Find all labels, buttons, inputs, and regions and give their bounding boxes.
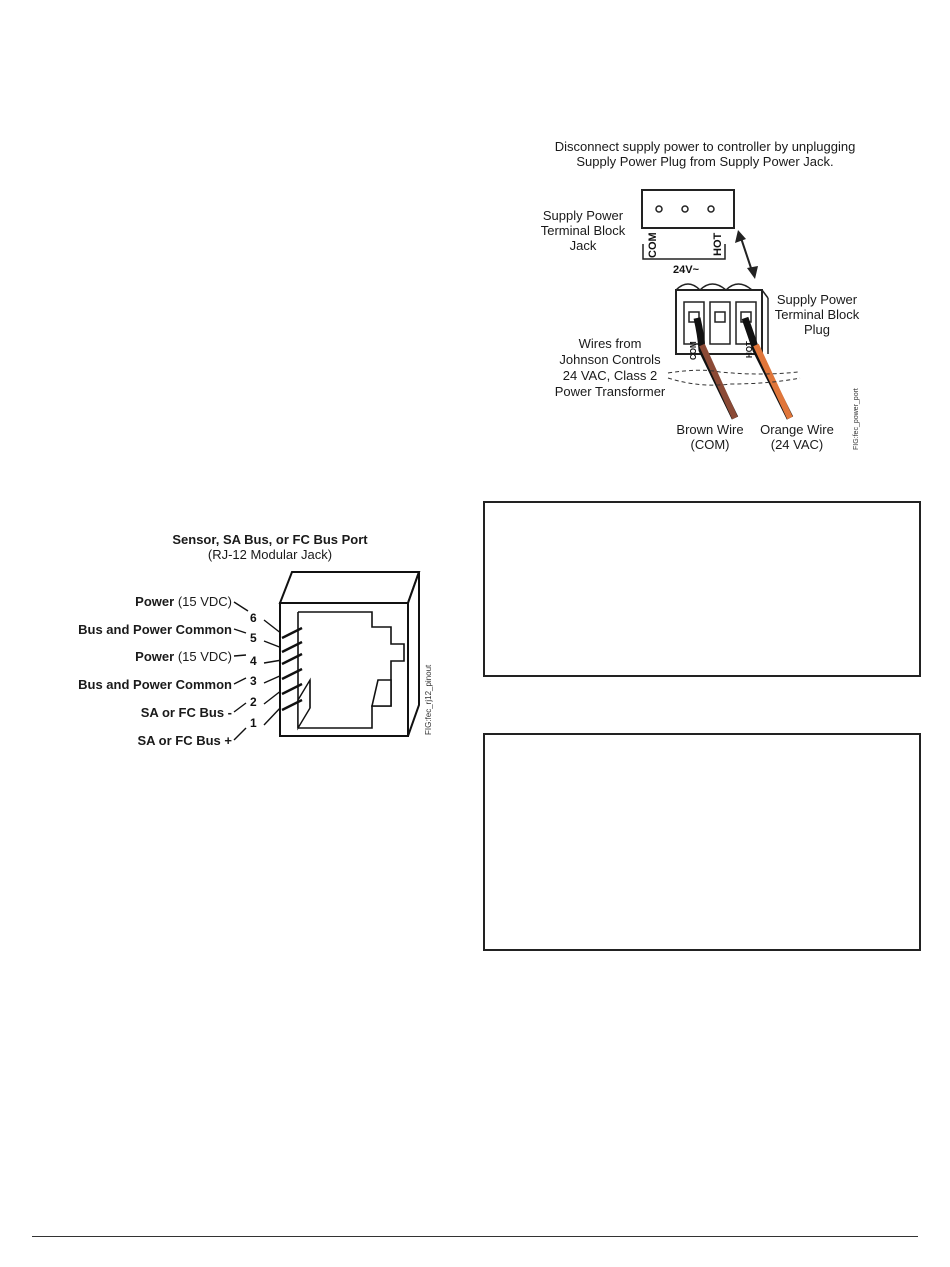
pin-label-6: Power (15 VDC) [135,594,232,609]
jack-label-line: Jack [569,238,597,253]
rj12-jack-diagram: 6 5 4 3 2 1 FIG:fec_rj12_pin [233,571,433,741]
pin-label-4: Power (15 VDC) [135,649,232,664]
wires-label-line: 24 VAC, Class 2 [562,368,658,383]
rj12-contacts [281,626,303,712]
brown-wire-label-line: (COM) [690,437,730,452]
plug-label-line: Terminal Block [774,307,860,322]
brown-wire-label-line: Brown Wire [676,422,744,437]
supply-power-jack [641,189,735,260]
pin-number-6: 6 [250,611,257,625]
plug-hot-label: HOT [745,341,754,358]
rj12-fig-id: FIG:fec_rj12_pinout [424,664,433,735]
orange-wire-label: Orange Wire (24 VAC) [748,422,846,452]
pin-leader-lines [233,601,283,741]
pin-number-3: 3 [250,674,257,688]
pin-number-2: 2 [250,695,257,709]
plug-label: Supply Power Terminal Block Plug [758,292,876,337]
orange-wire-label-line: Orange Wire [760,422,834,437]
plug-label-line: Supply Power [776,292,858,307]
pin-label-column: Power (15 VDC) Bus and Power Common Powe… [0,0,232,760]
pin-label-2: SA or FC Bus - [140,705,232,720]
power-caption: Disconnect supply power to controller by… [520,139,890,169]
pin-number-1: 1 [250,716,257,730]
rj12-jack-body [278,571,421,737]
jack-com-label: COM [647,232,659,258]
power-caption-line1: Disconnect supply power to controller by… [554,139,856,154]
orange-wire-label-line: (24 VAC) [770,437,824,452]
brown-wire-fill [699,343,738,420]
wires-label-line: Johnson Controls [559,352,661,367]
jack-label: Supply Power Terminal Block Jack [528,208,638,253]
rj12-subtitle: (RJ-12 Modular Jack) [207,547,333,562]
pin-label-5: Bus and Power Common [78,622,232,637]
brown-wire-label: Brown Wire (COM) [660,422,760,452]
wires-label-line: Power Transformer [554,384,666,399]
footer-divider [32,1236,918,1237]
pin-number-4: 4 [250,654,257,668]
jack-label-line: Terminal Block [540,223,626,238]
supply-power-plug [675,283,769,355]
rj12-heading: Sensor, SA Bus, or FC Bus Port (RJ-12 Mo… [140,532,400,562]
wires-pointer [667,369,801,386]
wires-label: Wires from Johnson Controls 24 VAC, Clas… [540,336,680,400]
plug-label-line: Plug [803,322,831,337]
jack-label-line: Supply Power [542,208,624,223]
pin-number-5: 5 [250,631,257,645]
jack-hot-label: HOT [712,233,724,257]
voltage-label: 24V~ [673,264,700,276]
power-fig-id: FIG:fec_power_port [853,388,860,450]
power-plug-diagram: COM HOT 24V~ COM HOT FIG:fec_power_port [641,189,860,450]
empty-text-box-upper [483,501,921,677]
rj12-title: Sensor, SA Bus, or FC Bus Port [172,532,368,547]
connect-arrow-icon [735,230,758,279]
pin-label-1: SA or FC Bus + [137,733,232,748]
power-caption-line2: Supply Power Plug from Supply Power Jack… [576,154,834,169]
pin-label-3: Bus and Power Common [78,677,232,692]
wires-label-line: Wires from [578,336,642,351]
empty-text-box-lower [483,733,921,951]
plug-com-label: COM [689,341,698,360]
